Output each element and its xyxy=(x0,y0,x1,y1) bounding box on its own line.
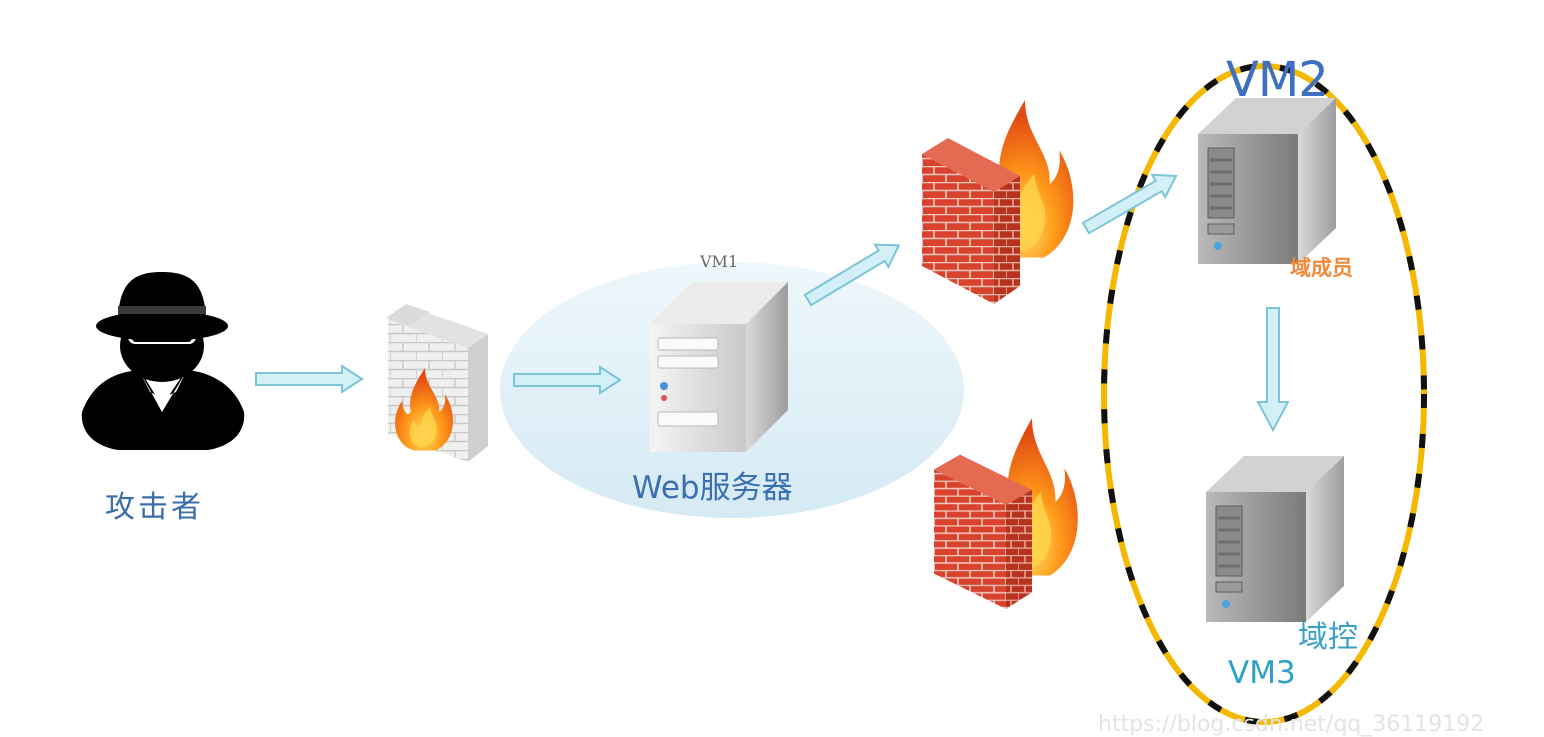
vm1-label: VM1 xyxy=(700,252,739,271)
vm3-label: VM3 xyxy=(1228,655,1296,691)
attacker-icon xyxy=(81,272,245,450)
domain-member-label: 域成员 xyxy=(1290,256,1353,280)
arrow-firewall-to-webserver xyxy=(513,365,622,395)
arrow-attacker-to-firewall xyxy=(255,364,364,394)
attacker-label: 攻击者 xyxy=(105,490,204,525)
domain-controller-label: 域控 xyxy=(1298,620,1358,655)
server-icon xyxy=(1196,96,1338,266)
firewall-gray-icon xyxy=(386,304,488,462)
arrow-webserver-to-firewall xyxy=(803,243,901,307)
vm2-label: VM2 xyxy=(1226,52,1329,108)
server-icon xyxy=(1204,454,1346,624)
firewall-red-icon xyxy=(922,100,1074,304)
firewall-red-icon xyxy=(934,418,1078,609)
arrow-member-to-dc xyxy=(1256,307,1290,433)
watermark: https://blog.csdn.net/qq_36119192 xyxy=(1098,712,1485,737)
domain-zone-dashes xyxy=(1101,63,1427,725)
server-icon xyxy=(649,281,789,453)
web-server-label: Web服务器 xyxy=(632,470,793,506)
arrow-firewall-to-member xyxy=(1081,173,1178,235)
